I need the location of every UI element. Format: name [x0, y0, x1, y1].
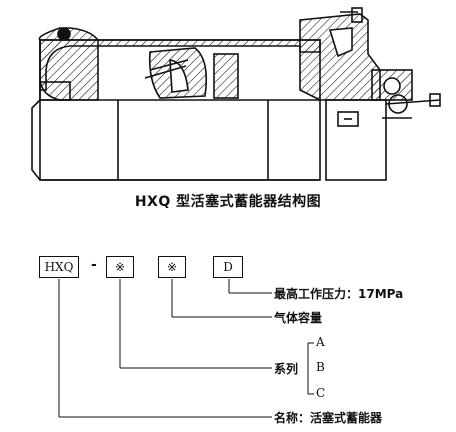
cylinder-body: [31, 7, 441, 181]
code-field1-box: ※: [106, 256, 134, 278]
code-field2-box: ※: [158, 256, 186, 278]
code-separator: -: [91, 257, 97, 273]
series-option-b: B: [316, 360, 325, 374]
figure-caption: HXQ 型活塞式蓄能器结构图: [134, 194, 322, 210]
gas-volume-label: 气体容量: [274, 311, 323, 325]
series-option-a: A: [316, 335, 325, 349]
code-leader-lines: [58, 279, 314, 418]
product-name-label: 名称：活塞式蓄能器: [274, 411, 383, 425]
series-label: 系列: [274, 362, 299, 376]
pressure-label: 最高工作压力：17MPa: [274, 287, 404, 301]
code-field3-box: D: [213, 256, 243, 278]
series-option-c: C: [316, 386, 326, 400]
code-prefix-box: HXQ: [39, 256, 79, 278]
